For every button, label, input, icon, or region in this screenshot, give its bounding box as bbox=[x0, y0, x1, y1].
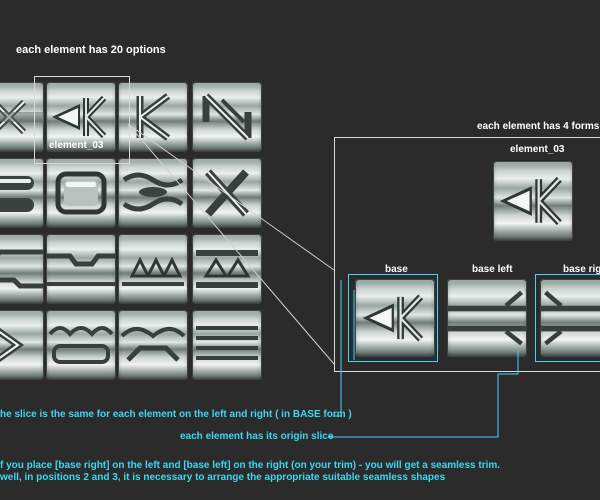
options-count-label: each element has 20 options bbox=[16, 44, 166, 56]
tile-r2-c1[interactable] bbox=[0, 158, 44, 228]
tile-r1-c2[interactable] bbox=[46, 82, 116, 152]
tile-r3-c3[interactable] bbox=[118, 234, 188, 304]
tile-r3-c4[interactable] bbox=[192, 234, 262, 304]
origin-slice-note: each element has its origin slice bbox=[180, 431, 334, 442]
tile-r4-c2[interactable] bbox=[46, 310, 116, 380]
triangles-pattern-icon bbox=[122, 256, 184, 286]
tile-r3-c1[interactable] bbox=[0, 234, 44, 304]
bumps-pattern-icon bbox=[48, 326, 114, 364]
form-tile-base-left[interactable] bbox=[447, 279, 527, 357]
tile-r4-c4[interactable] bbox=[192, 310, 262, 380]
step-blocks-pattern-icon bbox=[46, 253, 116, 286]
seamless-note-line1: f you place [base right] on the left and… bbox=[0, 460, 501, 471]
form-label-base-left: base left bbox=[472, 264, 513, 275]
forms-count-label: each element has 4 forms bbox=[477, 121, 600, 132]
x-cross-pattern-icon bbox=[0, 99, 44, 135]
arrow-k-pattern-icon bbox=[52, 95, 107, 139]
selected-element-label: element_03 bbox=[49, 140, 104, 151]
plain-bars-pattern-icon bbox=[448, 290, 526, 346]
x-slash-pattern-icon bbox=[205, 169, 249, 217]
tile-r4-c3[interactable] bbox=[118, 310, 188, 380]
selected-element-outline bbox=[34, 76, 130, 164]
wave-bars-pattern-icon bbox=[122, 172, 184, 212]
rounded-bars-pattern-icon bbox=[0, 176, 34, 212]
form-tile-base[interactable] bbox=[355, 279, 435, 357]
seamless-note-line2: well, in positions 2 and 3, it is necess… bbox=[0, 472, 446, 483]
arrow-k-pattern-icon bbox=[499, 176, 562, 226]
base-right-form-highlight bbox=[535, 274, 600, 362]
chevron-pattern-icon bbox=[0, 327, 25, 363]
form-label-base-right: base righ bbox=[563, 264, 600, 275]
mounds-pattern-icon bbox=[120, 327, 186, 362]
diagonal-n-pattern-icon bbox=[202, 93, 252, 141]
tile-r2-c4[interactable] bbox=[192, 158, 262, 228]
plain-bars-pattern-icon bbox=[541, 290, 600, 346]
form-tile-base-right[interactable] bbox=[540, 279, 600, 357]
tile-r3-c2[interactable] bbox=[46, 234, 116, 304]
stripes-pattern-icon bbox=[196, 326, 258, 360]
tile-r2-c3[interactable] bbox=[118, 158, 188, 228]
tile-r1-c1[interactable] bbox=[0, 82, 44, 152]
triangles-bars-pattern-icon bbox=[196, 250, 258, 288]
detail-element-tile[interactable] bbox=[493, 161, 573, 241]
form-label-base: base bbox=[385, 264, 408, 275]
slice-note: he slice is the same for each element on… bbox=[0, 409, 352, 420]
step-bars-pattern-icon bbox=[0, 249, 44, 289]
tile-r2-c2[interactable] bbox=[46, 158, 116, 228]
framed-panel-pattern-icon bbox=[55, 171, 107, 215]
tile-r4-c1[interactable] bbox=[0, 310, 44, 380]
arrow-k-pattern-icon bbox=[362, 294, 424, 342]
tile-r1-c4[interactable] bbox=[192, 82, 262, 152]
detail-element-label: element_03 bbox=[510, 144, 565, 155]
